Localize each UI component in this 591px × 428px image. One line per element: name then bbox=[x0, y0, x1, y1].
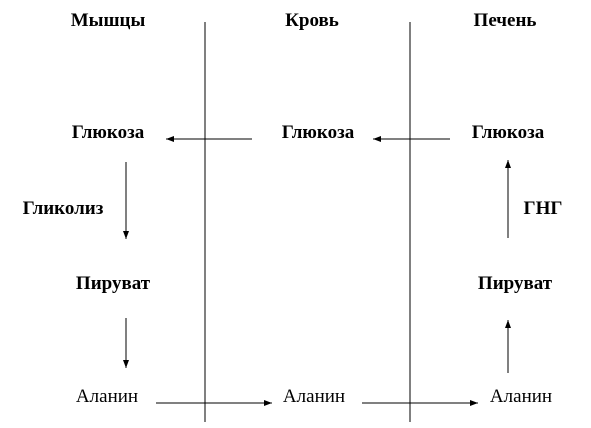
gng-label: ГНГ bbox=[523, 198, 563, 219]
header-liver: Печень bbox=[473, 10, 537, 31]
muscle-glucose-label: Глюкоза bbox=[71, 122, 145, 143]
header-blood: Кровь bbox=[285, 10, 339, 31]
muscle-alanine-label: Аланин bbox=[75, 386, 139, 407]
glycolysis-label: Гликолиз bbox=[22, 198, 104, 219]
blood-alanine-label: Аланин bbox=[282, 386, 346, 407]
liver-pyruvate-label: Пируват bbox=[477, 273, 553, 294]
liver-alanine-label: Аланин bbox=[489, 386, 553, 407]
muscle-pyruvate-label: Пируват bbox=[75, 273, 151, 294]
blood-glucose-label: Глюкоза bbox=[281, 122, 355, 143]
liver-glucose-label: Глюкоза bbox=[471, 122, 545, 143]
header-muscle: Мышцы bbox=[70, 10, 146, 31]
